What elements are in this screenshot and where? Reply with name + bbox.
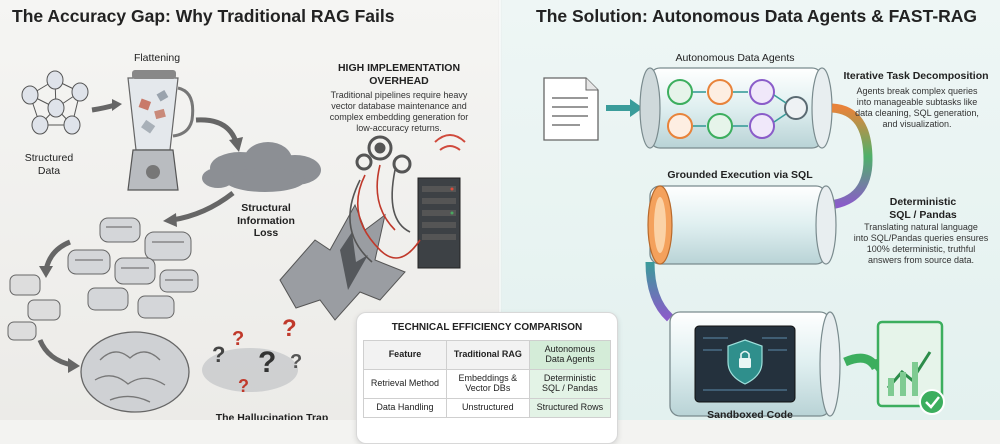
cables-icon [357, 164, 421, 259]
svg-text:?: ? [232, 328, 244, 350]
table-cell: Retrieval Method [363, 369, 447, 399]
report-icon [876, 320, 945, 415]
flattening-label: Flattening [133, 52, 181, 64]
svg-text:?: ? [282, 315, 297, 342]
table-cell: Deterministic SQL / Pandas [528, 369, 612, 399]
crack-icon [279, 203, 406, 321]
wifi-icon [434, 134, 466, 151]
table-header-cell: Traditional RAG [445, 340, 530, 370]
svg-text:?: ? [212, 342, 225, 367]
left-illustration: ? ? ? ? ? ? [7, 70, 466, 413]
left-title: The Accuracy Gap: Why Traditional RAG Fa… [12, 6, 395, 26]
cloud-icon [202, 142, 321, 192]
table-row: Data Handling Unstructured Structured Ro… [363, 398, 612, 418]
check-icon [919, 389, 945, 415]
comparison-table-card: TECHNICAL EFFICIENCY COMPARISON Feature … [356, 312, 618, 444]
panel-divider [498, 0, 502, 420]
high-implementation-desc: Traditional pipelines require heavy vect… [329, 90, 469, 133]
arrow-to-blender [91, 102, 116, 113]
table-header-cell: Autonomous Data Agents [528, 340, 612, 370]
table-header-row: Feature Traditional RAG Autonomous Data … [363, 340, 612, 370]
right-illustration [543, 67, 945, 417]
table-cell: Unstructured [445, 398, 530, 418]
sandboxed-label: Sandboxed Code [707, 409, 793, 420]
grounded-label: Grounded Execution via SQL [667, 169, 813, 181]
table-header-cell: Feature [363, 340, 447, 370]
sandbox-cylinder [669, 311, 841, 417]
left-panel: ? ? ? ? ? ? [0, 0, 500, 420]
table-row: Retrieval Method Embeddings & Vector DBs… [363, 369, 612, 399]
structured-data-label: Structured Data [24, 152, 74, 177]
table-cell: Embeddings & Vector DBs [445, 369, 530, 399]
comparison-table: Feature Traditional RAG Autonomous Data … [363, 340, 612, 418]
flow-pipe-upper [829, 103, 873, 210]
sql-cylinder [647, 185, 837, 265]
hallucination-label: The Hallucination Trap [215, 412, 329, 420]
agents-cylinder [639, 67, 833, 149]
right-panel: The Solution: Autonomous Data Agents & F… [500, 0, 1000, 420]
table-cell: Structured Rows [528, 398, 612, 418]
fragmented-bubbles-icon [67, 217, 199, 319]
high-implementation-title: HIGH IMPLEMENTATION OVERHEAD [337, 62, 461, 87]
right-title: The Solution: Autonomous Data Agents & F… [536, 6, 978, 26]
flow-pipe-lower [645, 261, 674, 322]
task-gear-icons [667, 79, 808, 139]
blender-icon [127, 70, 195, 191]
lock-icon [739, 358, 751, 368]
agents-label: Autonomous Data Agents [675, 52, 795, 64]
gear-icon [355, 135, 412, 174]
document-icon [543, 77, 599, 141]
svg-text:?: ? [290, 351, 302, 373]
structural-loss-label: Structural Information Loss [237, 202, 295, 240]
table-cell: Data Handling [363, 398, 447, 418]
iterative-desc: Agents break complex queries into manage… [855, 86, 979, 129]
svg-text:?: ? [238, 376, 249, 396]
brain-icon [80, 331, 190, 413]
svg-text:?: ? [258, 346, 276, 379]
question-marks-icon: ? ? ? ? ? ? [202, 315, 302, 396]
iterative-title: Iterative Task Decomposition [843, 70, 989, 82]
deterministic-desc: Translating natural language into SQL/Pa… [853, 222, 989, 265]
comparison-table-title: TECHNICAL EFFICIENCY COMPARISON [391, 322, 583, 333]
structured-data-icon [21, 70, 89, 135]
deterministic-title: Deterministic SQL / Pandas [889, 196, 957, 221]
server-icon [417, 177, 461, 269]
